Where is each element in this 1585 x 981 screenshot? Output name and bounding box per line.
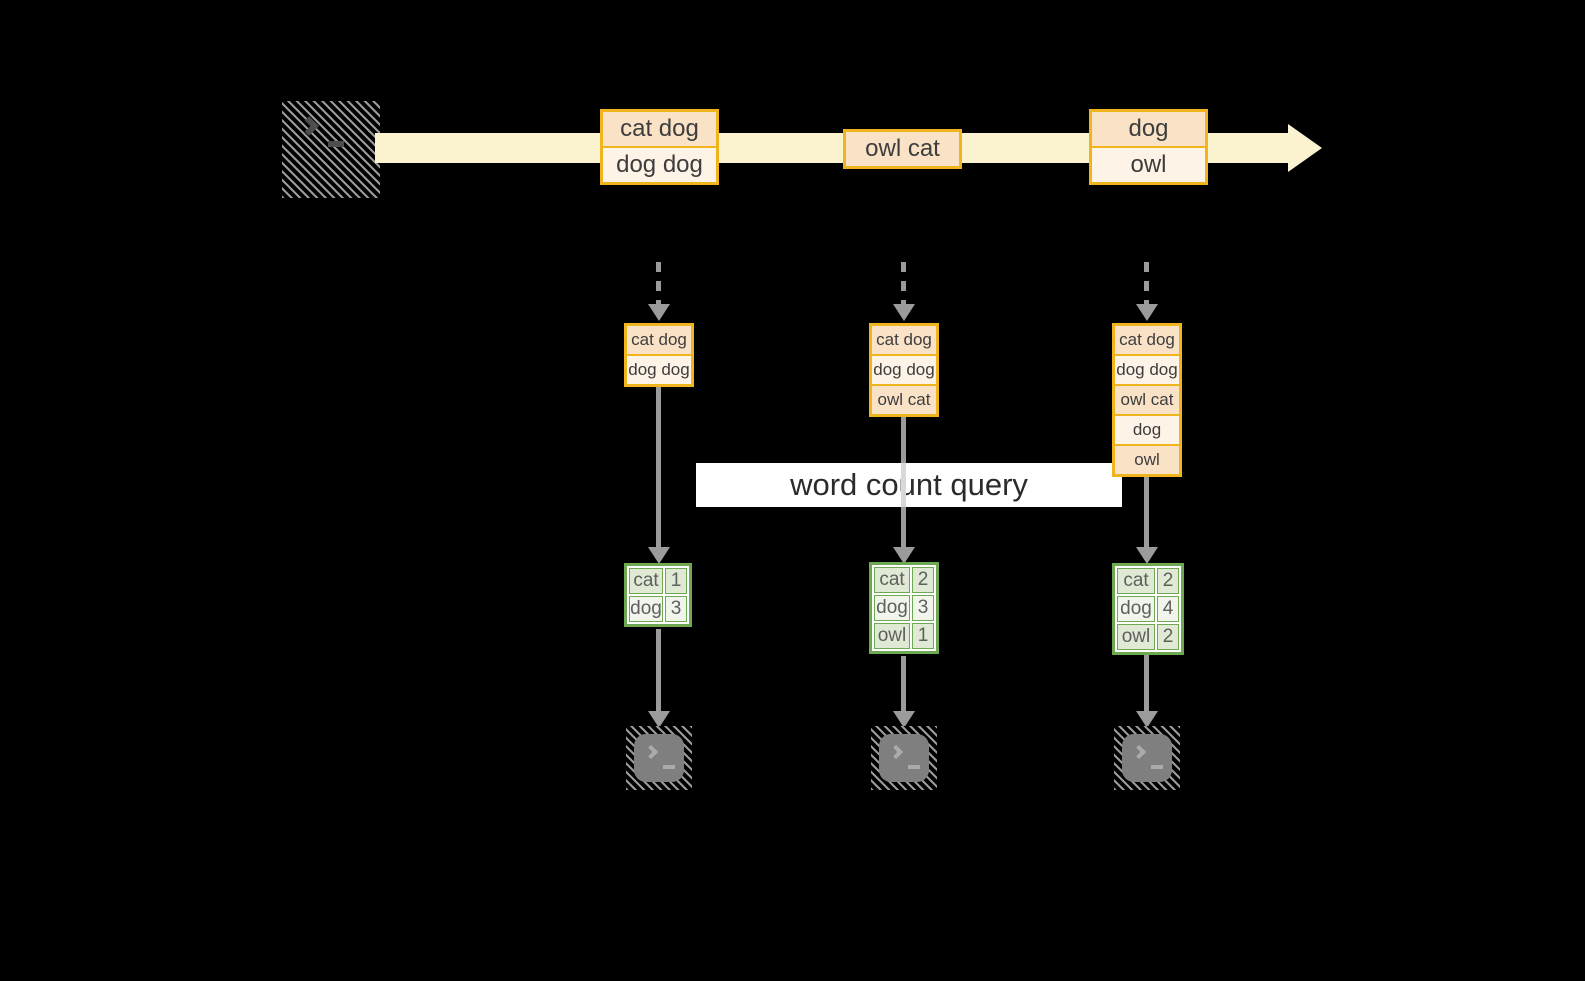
word-cell: dog [874,595,910,621]
stream-arrowhead-icon [1288,124,1322,172]
arrowhead-icon [893,547,915,564]
arrowhead-icon [1136,304,1158,321]
event-line: owl cat [846,132,959,166]
arrowhead-icon [1136,547,1158,564]
word-cell: cat [874,567,910,593]
stream-event-box: dog owl [1089,109,1208,185]
output-terminal-icon [871,726,937,790]
output-arrow [656,629,661,711]
stream-event-box: cat dog dog dog [600,109,719,185]
event-line: dog [1092,112,1205,146]
input-buffer-stack: cat dog dog dog owl cat dog owl [1112,323,1182,477]
terminal-icon [634,734,684,782]
count-cell: 2 [1157,624,1179,650]
word-cell: owl [874,623,910,649]
count-cell: 1 [665,568,687,594]
arrowhead-icon [1136,711,1158,728]
buffer-line: dog dog [872,356,936,384]
count-cell: 2 [1157,568,1179,594]
buffer-line: cat dog [1115,326,1179,354]
prompt-underscore-icon [908,765,920,769]
source-terminal-icon [282,101,380,198]
buffer-line: cat dog [627,326,691,354]
count-cell: 3 [912,595,934,621]
word-cell: dog [1117,596,1155,622]
word-count-table: cat 2 dog 4 owl 2 [1112,563,1184,655]
output-terminal-icon [1114,726,1180,790]
prompt-chevron-icon [643,744,659,760]
flow-arrow [1144,477,1149,547]
query-label: word count query [790,467,1028,502]
input-buffer-stack: cat dog dog dog [624,323,694,387]
flow-arrow-through-label [901,463,906,507]
buffer-line: dog [1115,416,1179,444]
dashed-arrow [656,262,661,304]
count-cell: 4 [1157,596,1179,622]
buffer-line: owl cat [1115,386,1179,414]
dashed-arrow [901,262,906,304]
terminal-icon [1122,734,1172,782]
query-label-box: word count query [696,463,1122,507]
word-cell: cat [629,568,663,594]
buffer-line: owl cat [872,386,936,414]
buffer-line: owl [1115,446,1179,474]
terminal-icon [879,734,929,782]
output-arrow [1144,655,1149,711]
word-count-table: cat 2 dog 3 owl 1 [869,562,939,654]
arrowhead-icon [893,304,915,321]
word-count-table: cat 1 dog 3 [624,563,692,627]
prompt-underscore-icon [663,765,675,769]
input-buffer-stack: cat dog dog dog owl cat [869,323,939,417]
event-line: owl [1092,148,1205,182]
buffer-line: dog dog [627,356,691,384]
event-line: cat dog [603,112,716,146]
word-cell: dog [629,596,663,622]
count-cell: 2 [912,567,934,593]
dashed-arrow [1144,262,1149,304]
arrowhead-icon [893,711,915,728]
word-cell: cat [1117,568,1155,594]
count-cell: 3 [665,596,687,622]
prompt-chevron-icon [299,116,319,136]
buffer-line: dog dog [1115,356,1179,384]
arrowhead-icon [648,711,670,728]
arrowhead-icon [648,547,670,564]
prompt-underscore-icon [328,141,344,147]
prompt-underscore-icon [1151,765,1163,769]
prompt-chevron-icon [888,744,904,760]
count-cell: 1 [912,623,934,649]
buffer-line: cat dog [872,326,936,354]
stream-event-box: owl cat [843,129,962,169]
word-cell: owl [1117,624,1155,650]
output-terminal-icon [626,726,692,790]
arrowhead-icon [648,304,670,321]
event-line: dog dog [603,148,716,182]
prompt-chevron-icon [1131,744,1147,760]
output-arrow [901,656,906,711]
flow-arrow [656,387,661,547]
